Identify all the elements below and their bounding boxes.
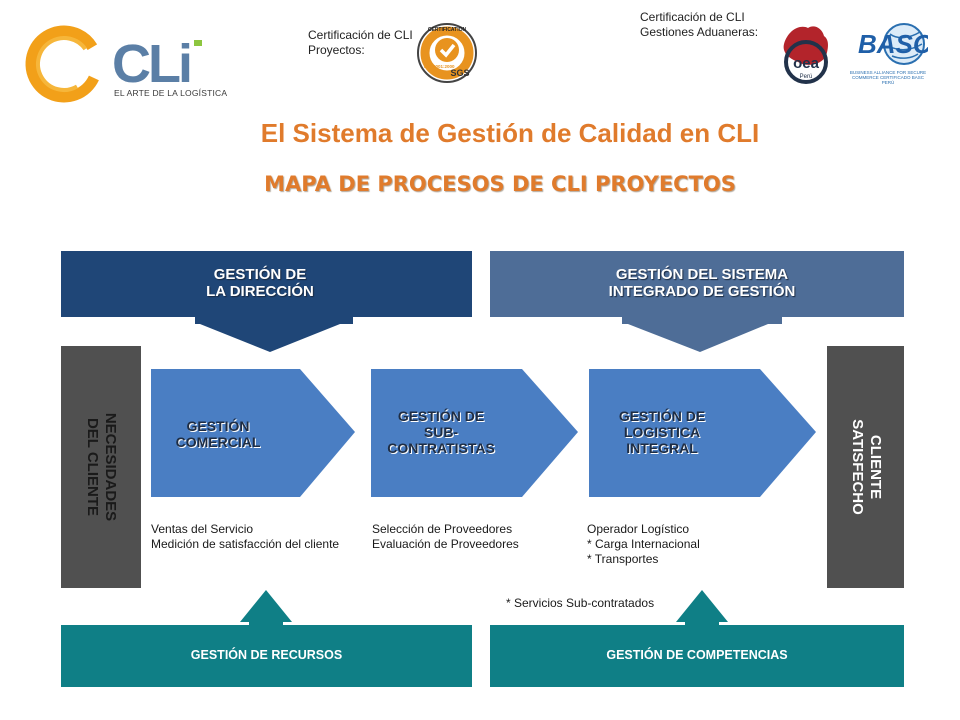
resources-label: GESTIÓN DE RECURSOS [190,648,343,662]
process-label-logistics-line3: INTEGRAL [626,440,698,456]
logo-tagline: EL ARTE DE LA LOGÍSTICA [114,88,228,98]
cli-logo: CLi EL ARTE DE LA LOGÍSTICA [22,20,227,108]
process-label-commercial-line2: COMERCIAL [175,434,261,450]
customer-needs-label-line1: NECESIDADES [102,412,119,522]
oea-sub-text: Perú [800,74,813,80]
description-commercial: Ventas del Servicio Medición de satisfac… [151,522,339,552]
competencies-arrow [676,590,728,626]
description-subcontractors-line2: Evaluación de Proveedores [372,537,519,551]
customer-satisfied-label-line1: CLIENTE [867,434,884,500]
customer-needs-label: NECESIDADES DEL CLIENTE [83,387,119,547]
customer-satisfied-bar [827,346,904,588]
logo-wordmark: CLi [112,34,190,94]
process-label-subcontractors: GESTIÓN DE SUB- CONTRATISTAS [375,408,507,456]
direction-block [61,251,472,317]
description-commercial-line1: Ventas del Servicio [151,522,254,536]
process-arrow-commercial [286,369,355,497]
process-box-subcontractors [371,369,511,497]
direction-label-line1: GESTIÓN DE [213,266,307,283]
description-commercial-line2: Medición de satisfacción del cliente [151,537,340,551]
process-box-logistics [589,369,738,497]
direction-arrow [195,317,353,352]
competencies-label: GESTIÓN DE COMPETENCIAS [606,648,788,662]
integrated-system-label-line1: GESTIÓN DEL SISTEMA [615,266,789,283]
basc-logo: BASC [852,20,933,90]
sgs-iso-seal: CERTIFICATION ISO 9001:2000 SGS [416,22,478,84]
customer-satisfied-label-line2: SATISFECHO [849,419,866,515]
cert-projects-label: Certificación de CLI Proyectos: [308,28,413,57]
process-label-subcontractors-line3: CONTRATISTAS [387,440,495,456]
description-logistics-line2: * Carga Internacional [587,537,700,551]
seal-ring-text: CERTIFICATION [428,27,467,33]
description-logistics-line1: Operador Logístico [587,522,690,536]
cert-customs-label: Certificación de CLI Gestiones Aduaneras… [640,10,759,39]
process-label-subcontractors-line1: GESTIÓN DE [397,408,485,424]
cli-logo-mark: CLi [25,25,202,103]
process-label-commercial-line1: GESTIÓN [186,418,250,434]
basc-subtitle: BUSINESS ALLIANCE FOR SECURE COMMERCE CE… [849,70,927,85]
direction-label-line2: LA DIRECCIÓN [206,283,314,300]
process-label-commercial: GESTIÓN COMERCIAL [163,418,273,450]
seal-iso-text: ISO 9001:2000 [424,64,455,69]
resources-block [61,625,472,687]
process-label-logistics: GESTIÓN DE LOGISTICA INTEGRAL [597,408,727,456]
process-label-logistics-line2: LOGISTICA [623,424,701,440]
process-arrow-subcontractors [511,369,578,497]
subcontracted-note: * Servicios Sub-contratados [506,596,655,610]
seal-brand-text: SGS [450,68,469,78]
integrated-system-arrow [622,317,782,352]
customer-needs-bar [61,346,141,588]
page-subtitle: MAPA DE PROCESOS DE CLI PROYECTOS [264,172,736,196]
process-box-commercial [151,369,286,497]
oea-text: oea [793,55,820,72]
peru-map-icon [783,26,828,65]
basc-text: BASC [858,29,928,59]
logo-dot [194,40,202,46]
process-arrow-logistics [738,369,816,497]
description-logistics: Operador Logístico * Carga Internacional… [587,522,700,567]
customer-needs-label-line2: DEL CLIENTE [84,417,101,517]
description-subcontractors: Selección de Proveedores Evaluación de P… [372,522,519,552]
customer-satisfied-label: CLIENTE SATISFECHO [848,397,884,537]
description-subcontractors-line1: Selección de Proveedores [372,522,513,536]
competencies-block [490,625,904,687]
process-label-logistics-line1: GESTIÓN DE [618,408,706,424]
integrated-system-label-line2: INTEGRADO DE GESTIÓN [608,283,796,300]
page-title: El Sistema de Gestión de Calidad en CLI [260,118,760,148]
oea-peru-logo: oea Perú [778,18,834,84]
integrated-system-label: GESTIÓN DEL SISTEMA INTEGRADO DE GESTIÓN [592,266,812,300]
resources-arrow [240,590,292,626]
integrated-system-block [490,251,904,317]
direction-label: GESTIÓN DE LA DIRECCIÓN [200,266,320,300]
process-label-subcontractors-line2: SUB- [423,424,459,440]
description-logistics-line3: * Transportes [587,552,659,566]
